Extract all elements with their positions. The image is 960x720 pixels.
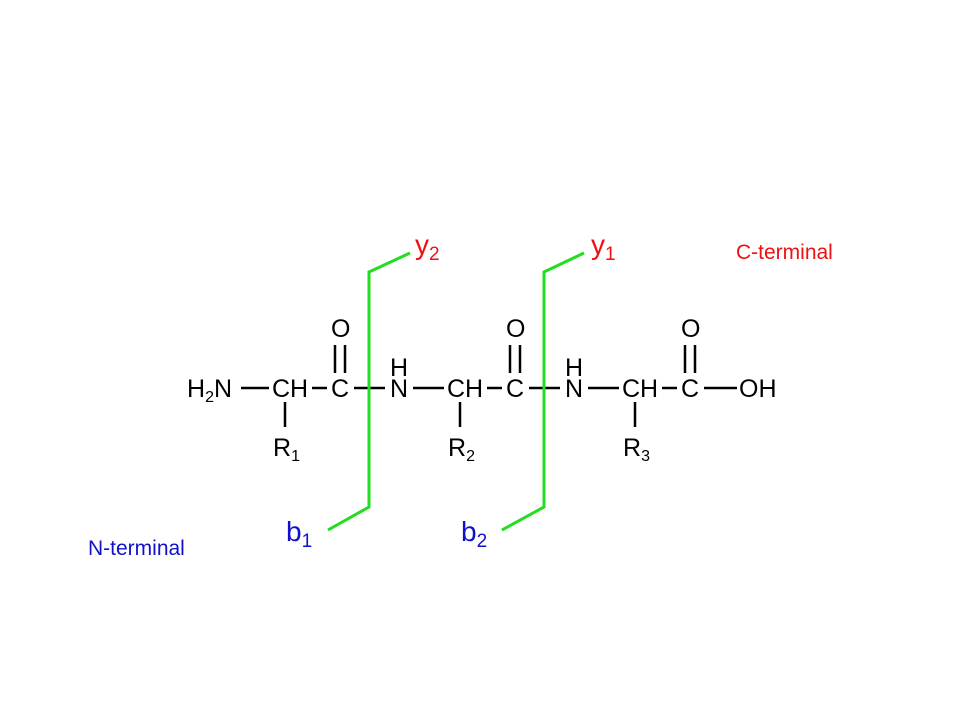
side-chain-r1-subscript: 1 <box>291 448 300 465</box>
n-terminus-amine: H2N <box>187 375 232 406</box>
carbonyl-carbon-1: C <box>331 375 349 403</box>
carbonyl-double-bonds <box>333 345 697 373</box>
n-terminus-h-subscript: 2 <box>205 389 214 406</box>
atom-labels: H2N CH C O H N CH C O H N CH C O OH R1 R… <box>187 315 777 465</box>
carbonyl-carbon-3: C <box>681 375 699 403</box>
carbonyl-oxygen-1: O <box>331 315 350 343</box>
ion-b2-letter: b <box>461 516 477 547</box>
ion-b1-letter: b <box>286 516 302 547</box>
ion-y2-subscript: 2 <box>429 244 440 265</box>
amide-nitrogen-2: N <box>565 375 583 403</box>
cleavage-lines <box>327 251 585 532</box>
side-chain-r1: R1 <box>273 434 300 465</box>
side-chain-r2: R2 <box>448 434 475 465</box>
side-chain-r3-subscript: 3 <box>641 448 650 465</box>
ion-labels: y2 y1 b1 b2 <box>286 229 616 552</box>
ion-label-b2: b2 <box>461 516 487 552</box>
side-chain-r1-letter: R <box>273 434 291 462</box>
n-terminus-n: N <box>214 375 232 403</box>
ion-y1-subscript: 1 <box>605 244 616 265</box>
n-terminal-label: N-terminal <box>88 537 185 560</box>
n-terminus-h: H <box>187 375 205 403</box>
carbonyl-carbon-2: C <box>506 375 524 403</box>
cleavage-line-b2-y1 <box>501 251 585 532</box>
amide-hydrogen-1: H <box>390 354 408 382</box>
c-terminal-label: C-terminal <box>736 241 833 264</box>
alpha-carbon-3: CH <box>622 375 658 403</box>
side-chain-r3-letter: R <box>623 434 641 462</box>
ion-label-y2: y2 <box>415 229 440 265</box>
side-chain-bonds <box>283 402 637 427</box>
carbonyl-oxygen-3: O <box>681 315 700 343</box>
ion-b1-subscript: 1 <box>302 531 313 552</box>
side-chain-r2-letter: R <box>448 434 466 462</box>
alpha-carbon-2: CH <box>447 375 483 403</box>
ion-y2-letter: y <box>415 229 429 260</box>
ion-label-b1: b1 <box>286 516 312 552</box>
alpha-carbon-1: CH <box>272 375 308 403</box>
side-chain-r3: R3 <box>623 434 650 465</box>
ion-y1-letter: y <box>591 229 605 260</box>
c-terminus-hydroxyl: OH <box>739 375 777 403</box>
side-chain-r2-subscript: 2 <box>466 448 475 465</box>
ion-label-y1: y1 <box>591 229 616 265</box>
amide-hydrogen-2: H <box>565 354 583 382</box>
cleavage-line-b1-y2 <box>327 251 411 532</box>
amide-nitrogen-1: N <box>390 375 408 403</box>
ion-b2-subscript: 2 <box>477 531 488 552</box>
carbonyl-oxygen-2: O <box>506 315 525 343</box>
